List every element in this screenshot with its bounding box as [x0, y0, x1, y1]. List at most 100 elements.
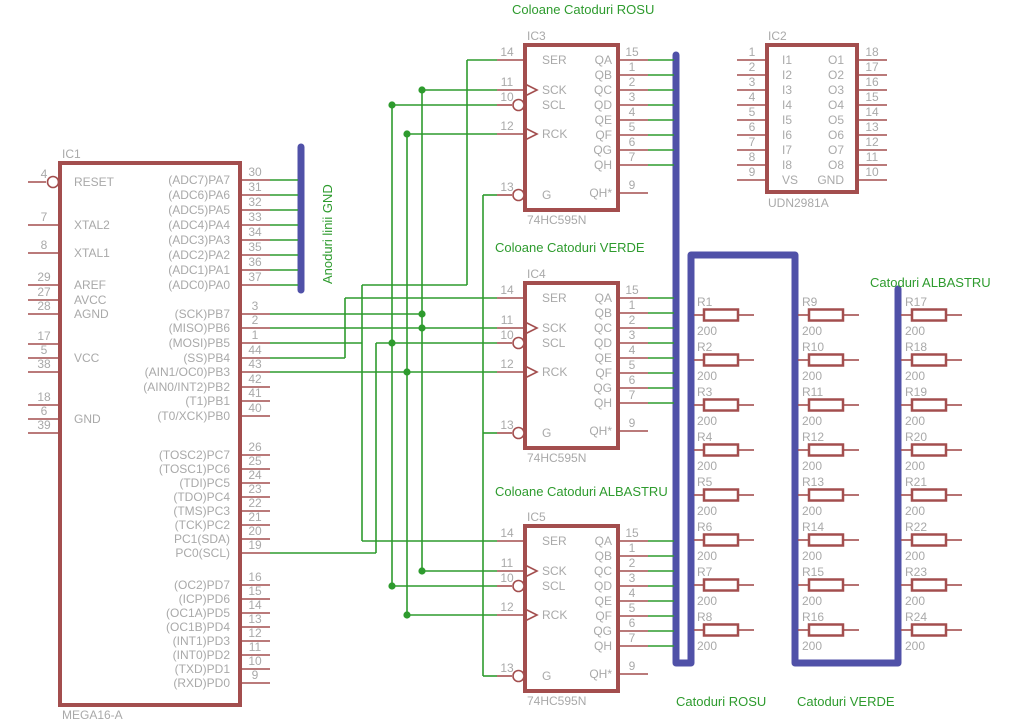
ic5-74hc595n-pin-number: 11 [501, 556, 514, 570]
resistor-R1-body [702, 308, 740, 322]
ic4-74hc595n-pin-number: 3 [629, 328, 636, 342]
resistor-R19-body [910, 398, 948, 412]
ic1-pin-label: (T1)PB1 [185, 394, 230, 408]
ic5-74hc595n-pin-number: 15 [625, 526, 639, 540]
resistor-R8-value: 200 [697, 639, 717, 653]
ic2-pin-number: 8 [749, 150, 756, 164]
ic1-pin-number: 8 [41, 238, 48, 252]
ic2-pin-label: GND [817, 173, 844, 187]
ic5-74hc595n-pin-label: SCK [542, 564, 567, 578]
resistor-R11-ref: R11 [802, 385, 823, 399]
resistor-R21-body [910, 488, 948, 502]
ic4-74hc595n-pin-label: QD [594, 336, 612, 350]
ic1-pin-number: 1 [252, 328, 259, 342]
ic2-pin-label: O2 [828, 68, 844, 82]
ic1-pin-number: 24 [248, 468, 262, 482]
resistor-R10-ref: R10 [802, 340, 824, 354]
annotation-catoduri-verde: Catoduri VERDE [797, 694, 895, 709]
junction-dot [418, 324, 426, 332]
ic1-pin-label: XTAL1 [74, 246, 110, 260]
resistor-R5-body [702, 488, 740, 502]
ic1-value: MEGA16-A [62, 708, 123, 722]
ic3-74hc595n-pin-label: QH* [589, 186, 612, 200]
ic4-74hc595n-pin-label: SCL [542, 336, 566, 350]
resistor-R16-value: 200 [802, 639, 822, 653]
ic4-74hc595n-pin-number: 15 [625, 283, 639, 297]
ic5-74hc595n-pin-number: 5 [629, 601, 636, 615]
ic5-74hc595n-pin-label: SCL [542, 579, 566, 593]
resistor-R16-body [807, 623, 845, 637]
ic3-74hc595n-pin-label: QH [594, 158, 612, 172]
ic4-74hc595n-name: IC4 [527, 267, 546, 281]
resistor-R17-value: 200 [905, 324, 925, 338]
ic5-74hc595n-pin-label: QG [593, 624, 612, 638]
ic4-74hc595n-pin-number: 11 [501, 313, 514, 327]
resistor-R8-ref: R8 [697, 610, 713, 624]
resistor-R20-ref: R20 [905, 430, 927, 444]
ic4-74hc595n-pin-number: 10 [500, 328, 514, 342]
resistor-R2-value: 200 [697, 369, 717, 383]
ic1-pin-label: (ICP)PD6 [179, 592, 231, 606]
ic1-pin-label: (ADC5)PA5 [168, 203, 230, 217]
annotation-anoduri-linii-gnd: Anoduri linii GND [320, 184, 335, 284]
ic2-pin-number: 14 [865, 105, 879, 119]
ic4-74hc595n-pin-label: QF [595, 366, 612, 380]
ic3-74hc595n-name: IC3 [527, 29, 546, 43]
resistor-R18-value: 200 [905, 369, 925, 383]
ic1-pin-number: 42 [248, 372, 262, 386]
resistor-R13-ref: R13 [802, 475, 824, 489]
ic2-pin-number: 3 [749, 75, 756, 89]
ic5-74hc595n-pin-number: 12 [500, 600, 514, 614]
ic1-pin-number: 40 [248, 401, 262, 415]
ic1-pin-label: (T0/XCK)PB0 [157, 409, 230, 423]
ic3-74hc595n-pin-number: 13 [500, 180, 514, 194]
ic1-pin-number: 26 [248, 440, 262, 454]
ic3-74hc595n-body [523, 43, 620, 212]
ic1-pin-number: 6 [41, 404, 48, 418]
bus-catoduri-serpentine [672, 51, 902, 667]
ic2-pin-label: O8 [828, 158, 844, 172]
ic4-74hc595n-pin-label: QC [594, 321, 612, 335]
ic4-74hc595n-value: 74HC595N [527, 451, 586, 465]
ic1-pin-number: 29 [37, 270, 51, 284]
ic1-pin-label: (SCK)PB7 [175, 307, 231, 321]
ic2-pin-number: 15 [865, 90, 879, 104]
ic4-74hc595n-pin-number: 9 [629, 416, 636, 430]
ic1-pin-label: VCC [74, 351, 100, 365]
ic2-pin-number: 2 [749, 60, 756, 74]
ic1-pin-label: (ADC6)PA6 [168, 188, 230, 202]
ic3-74hc595n-pin-label: QF [595, 128, 612, 142]
ic2-pin-number: 13 [865, 120, 879, 134]
ic1-pin-label: (TMS)PC3 [173, 504, 230, 518]
ic1-pin-label: XTAL2 [74, 218, 110, 232]
junction-dot [388, 582, 396, 590]
resistor-R24-ref: R24 [905, 610, 927, 624]
resistor-R7-ref: R7 [697, 565, 713, 579]
ic2-pin-label: I8 [782, 158, 792, 172]
ic5-74hc595n-body [523, 524, 620, 693]
ic3-74hc595n-pin-label: QG [593, 143, 612, 157]
ic5-74hc595n-pin-number: 14 [500, 526, 514, 540]
resistor-R7-value: 200 [697, 594, 717, 608]
ic3-74hc595n-pin-number: 5 [629, 120, 636, 134]
resistor-R13-body [807, 488, 845, 502]
resistor-R5-value: 200 [697, 504, 717, 518]
ic3-74hc595n-pin-number: 3 [629, 90, 636, 104]
annotation-coloane-catoduri-rosu: Coloane Catoduri ROSU [512, 2, 654, 17]
ic5-74hc595n-pin-number: 3 [629, 571, 636, 585]
resistor-R2-ref: R2 [697, 340, 713, 354]
ic1-pin-number: 9 [252, 668, 259, 682]
ic2-pin-label: O6 [828, 128, 844, 142]
ic3-74hc595n-pin-number: 1 [629, 60, 636, 74]
ic1-pin-label: PC1(SDA) [174, 532, 230, 546]
resistor-R20-body [910, 443, 948, 457]
ic1-pin-label: (RXD)PD0 [173, 676, 230, 690]
resistor-R20-value: 200 [905, 459, 925, 473]
clock-pin-mark [524, 564, 539, 578]
ic2-pin-label: I4 [782, 98, 792, 112]
ic3-74hc595n-pin-number: 15 [625, 45, 639, 59]
ic1-pin-number: 17 [37, 329, 51, 343]
ic4-74hc595n-pin-number: 12 [500, 357, 514, 371]
ic2-pin-label: I7 [782, 143, 792, 157]
ic1-pin-label: (AIN1/OC0)PB3 [145, 365, 231, 379]
